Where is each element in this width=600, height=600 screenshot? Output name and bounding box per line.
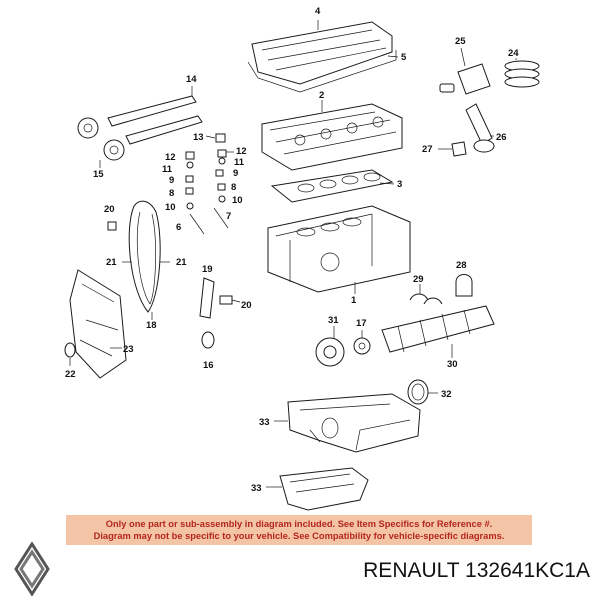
part-number-caption: RENAULT 132641KC1A <box>363 559 590 582</box>
callout-1: 1 <box>351 295 357 306</box>
callout-12b: 12 <box>165 152 176 163</box>
rear-main-seal <box>407 379 438 405</box>
timing-cover <box>64 269 127 379</box>
callout-5: 5 <box>401 52 407 63</box>
callout-18: 18 <box>146 320 157 331</box>
callout-11b: 11 <box>234 157 245 168</box>
callout-3: 3 <box>397 179 402 190</box>
notice-line-2: Diagram may not be specific to your vehi… <box>93 531 505 541</box>
callout-14: 14 <box>186 74 197 85</box>
callout-31: 31 <box>328 315 339 326</box>
callout-16: 16 <box>203 360 214 371</box>
main-bearings <box>409 274 473 305</box>
callout-23: 23 <box>123 344 134 355</box>
callout-9a: 9 <box>169 175 174 186</box>
chain-tensioner <box>199 277 241 349</box>
connecting-rod <box>438 103 495 157</box>
callout-22: 22 <box>65 369 76 380</box>
callout-24: 24 <box>508 48 519 59</box>
callout-9b: 9 <box>233 168 238 179</box>
crankshaft <box>315 305 495 367</box>
head-gasket <box>270 169 395 203</box>
callout-10b: 10 <box>232 195 243 206</box>
cylinder-block <box>267 205 411 294</box>
callout-8b: 8 <box>231 182 236 193</box>
callout-8a: 8 <box>169 188 174 199</box>
callout-17: 17 <box>356 318 367 329</box>
callout-25: 25 <box>455 36 466 47</box>
piston-and-rings <box>439 47 540 95</box>
renault-diamond-logo <box>14 542 50 596</box>
callout-15: 15 <box>93 169 104 180</box>
timing-chain <box>107 200 170 320</box>
callout-21b: 21 <box>176 257 187 268</box>
camshafts <box>77 86 203 168</box>
valvetrain-parts <box>185 133 234 235</box>
callout-27: 27 <box>422 144 433 155</box>
callout-30: 30 <box>447 359 458 370</box>
callout-26: 26 <box>496 132 507 143</box>
callout-32: 32 <box>441 389 452 400</box>
callout-33b: 33 <box>251 483 262 494</box>
callout-2: 2 <box>319 90 324 101</box>
callout-13: 13 <box>193 132 204 143</box>
cylinder-head <box>261 100 403 171</box>
callout-28: 28 <box>456 260 467 271</box>
callout-4: 4 <box>315 6 321 17</box>
callout-12: 12 <box>236 146 247 157</box>
valve-cover <box>247 20 399 93</box>
callout-20b: 20 <box>241 300 252 311</box>
callout-19: 19 <box>202 264 213 275</box>
lower-oil-pan <box>266 467 369 511</box>
callout-11a: 11 <box>162 164 173 175</box>
callout-21a: 21 <box>106 257 117 268</box>
compatibility-notice: Only one part or sub-assembly in diagram… <box>66 515 532 545</box>
callout-29: 29 <box>413 274 424 285</box>
callout-6: 6 <box>176 222 181 233</box>
notice-line-1: Only one part or sub-assembly in diagram… <box>105 519 493 529</box>
callout-20a: 20 <box>104 204 115 215</box>
callout-33a: 33 <box>259 417 270 428</box>
callout-7: 7 <box>226 211 231 222</box>
upper-oil-pan <box>274 393 421 453</box>
callout-10a: 10 <box>165 202 176 213</box>
